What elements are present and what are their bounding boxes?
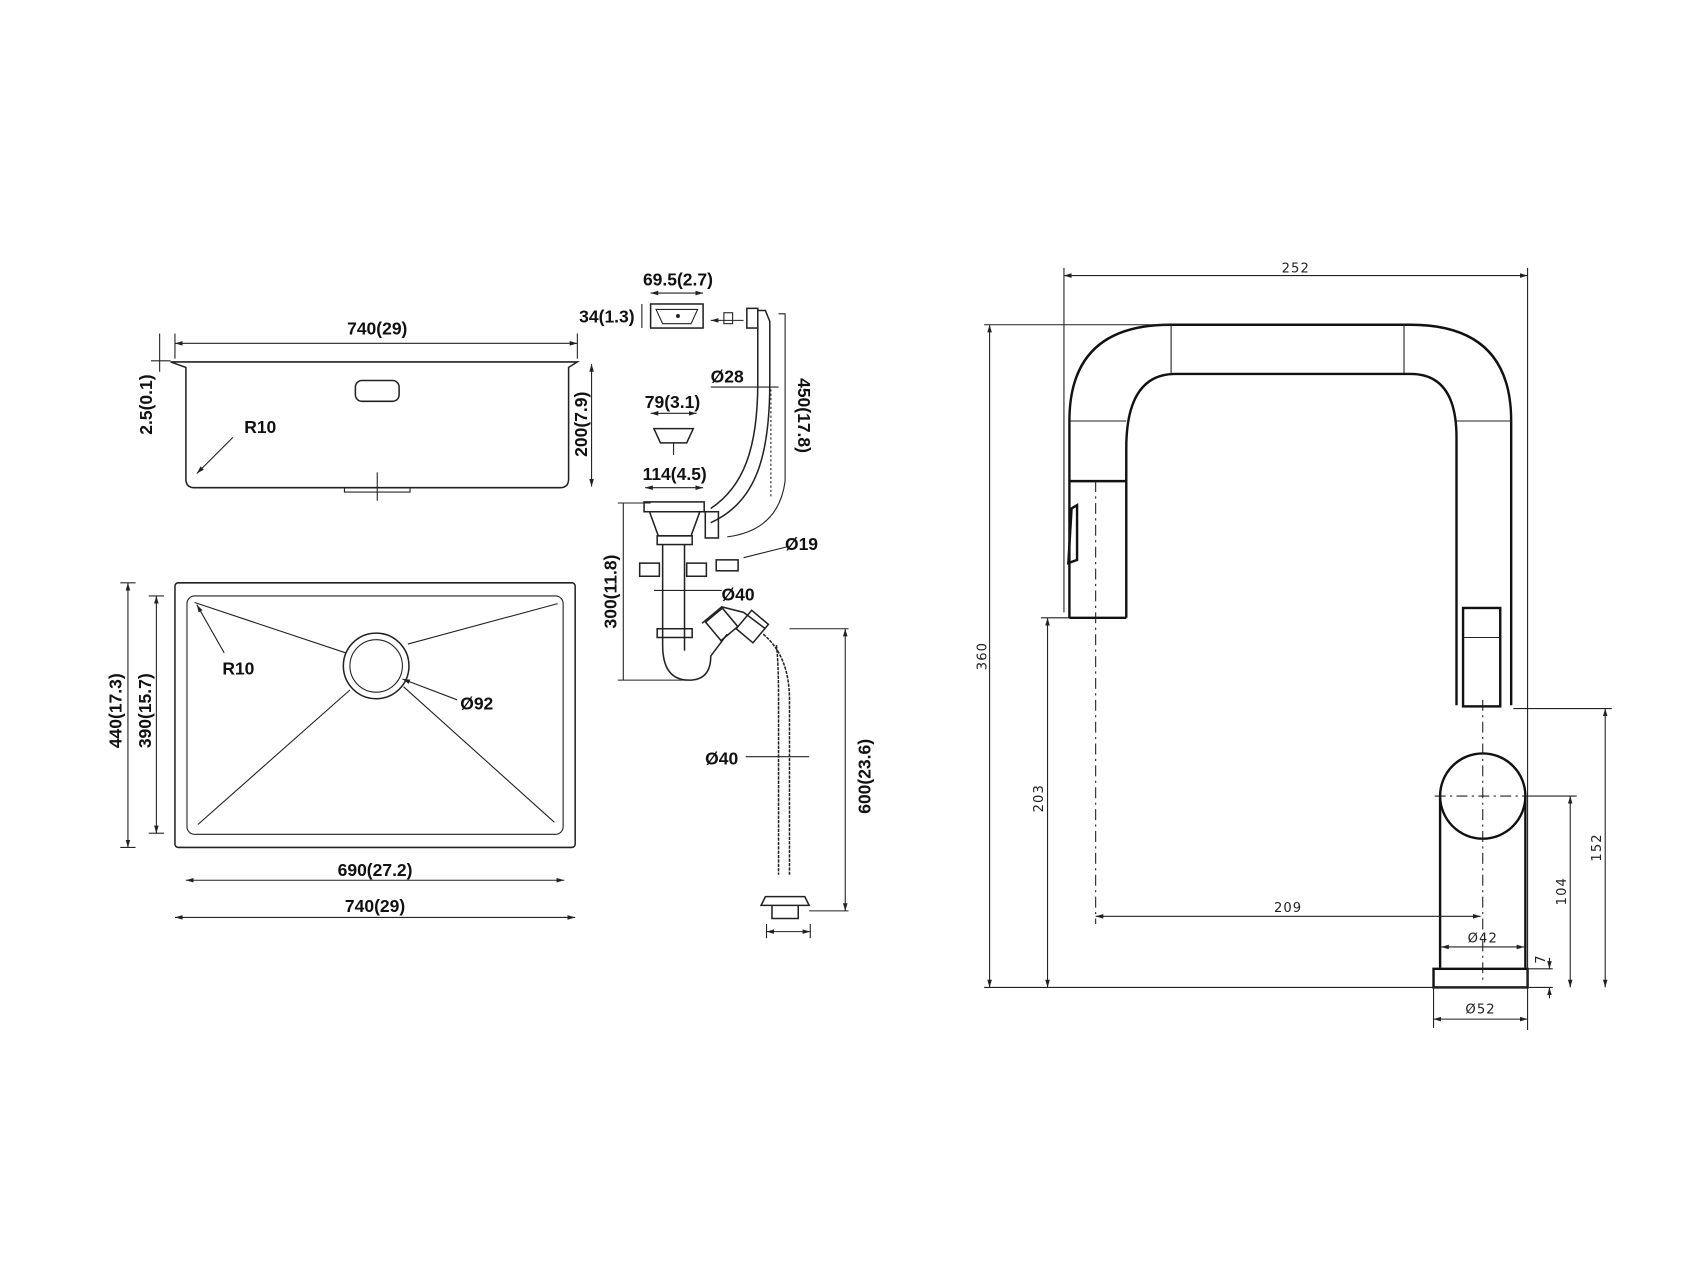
body-diameter-label: Ø42 xyxy=(1468,932,1498,947)
drain-hole xyxy=(342,632,410,700)
sink-outer-rim xyxy=(174,582,576,849)
hose-length-label: 450(17.8) xyxy=(794,378,814,453)
corner-radius-label: R10 xyxy=(244,417,276,437)
pipe-diameter-label: Ø40 xyxy=(722,584,755,604)
overflow-cover xyxy=(649,303,704,329)
outlet-length-label: 600(23.6) xyxy=(854,739,874,814)
inner-width-label: 690(27.2) xyxy=(338,860,413,880)
sink-side-view: 740(29) 2.5(0.1) 200(7.9) R10 xyxy=(136,319,594,501)
faucet-elevation: 252 360 203 209 152 104 Ø42 7 Ø52 xyxy=(975,261,1612,1031)
faucet-reach-label: 252 xyxy=(1282,261,1310,276)
outer-depth-label: 440(17.3) xyxy=(105,673,125,748)
overflow-hose xyxy=(710,309,771,524)
plan-radius-label: R10 xyxy=(222,659,254,679)
p-trap xyxy=(661,544,728,681)
spout-reach-label: 209 xyxy=(1274,901,1302,916)
drain-diameter-label: Ø92 xyxy=(460,694,493,714)
knob-height-label: 104 xyxy=(1555,877,1570,905)
outlet-hose xyxy=(762,633,791,875)
rim-thickness-label: 2.5(0.1) xyxy=(136,374,156,434)
overflow-slot xyxy=(354,379,400,403)
sink-bowl xyxy=(186,595,564,835)
faucet-base xyxy=(1432,967,1529,989)
spray-button xyxy=(1067,503,1079,565)
strainer-basket xyxy=(652,427,695,444)
outlet-diameter-label: Ø40 xyxy=(705,748,738,768)
outer-width-label: 740(29) xyxy=(345,896,405,916)
drain-kit: 69.5(2.7) 34(1.3) 450(17.8) Ø28 79(3.1) … xyxy=(579,269,874,939)
overflow-height-label: 34(1.3) xyxy=(579,307,634,327)
basket-diameter-label: 79(3.1) xyxy=(645,392,700,412)
spout-inner xyxy=(1125,372,1458,706)
inlet-leader xyxy=(743,546,788,559)
base-diameter-label: Ø52 xyxy=(1465,1003,1495,1018)
faucet-height-label: 360 xyxy=(975,642,990,670)
drain-flange xyxy=(643,501,705,513)
inner-depth-label: 390(15.7) xyxy=(135,673,155,748)
inlet-diameter-label: Ø19 xyxy=(785,534,818,554)
overflow-width-label: 69.5(2.7) xyxy=(643,269,713,289)
handle-lever xyxy=(1461,606,1502,708)
base-height-label: 7 xyxy=(1534,954,1549,963)
hose-diameter-label: Ø28 xyxy=(711,367,744,387)
trap-height-label: 300(11.8) xyxy=(601,555,621,629)
spout-outer xyxy=(1068,323,1513,706)
sink-plan-view: R10 Ø92 440(17.3) 390(15.7) 690(27.2) 74… xyxy=(105,582,576,920)
handle-height-label: 152 xyxy=(1590,833,1605,861)
sink-depth-label: 200(7.9) xyxy=(571,392,591,457)
spout-height-label: 203 xyxy=(1032,784,1047,812)
sink-body-section xyxy=(170,361,581,489)
sink-width-label: 740(29) xyxy=(347,319,407,339)
flange-diameter-label: 114(4.5) xyxy=(643,464,707,484)
